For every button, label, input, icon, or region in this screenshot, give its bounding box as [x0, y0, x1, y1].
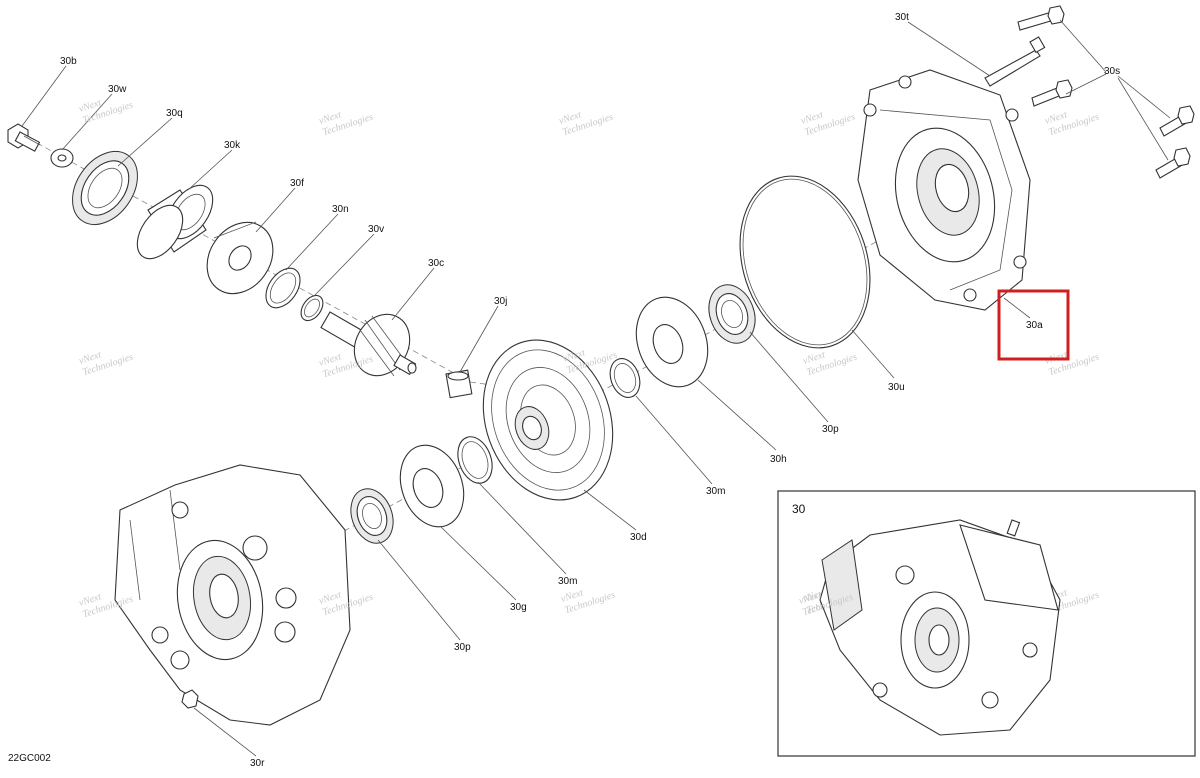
callout-30g[interactable]: 30g [510, 602, 527, 613]
cover-housing-30a[interactable] [857, 69, 1031, 311]
callout-30k[interactable]: 30k [224, 140, 241, 151]
snap-ring-30v[interactable] [297, 291, 328, 324]
plug-30r[interactable] [181, 689, 199, 709]
main-housing[interactable] [114, 464, 351, 726]
callout-30w[interactable]: 30w [108, 84, 127, 95]
shim-30m-top[interactable] [605, 354, 645, 401]
sleeve-30j[interactable] [445, 369, 473, 399]
callout-30d[interactable]: 30d [630, 532, 647, 543]
seal-30q[interactable] [59, 139, 151, 237]
drawing-code: 22GC002 [8, 753, 51, 764]
callout-labels: 30b 30w 30q 30k 30f 30n 30v 30c 30j 30t … [60, 12, 1120, 769]
breather-30t[interactable] [984, 36, 1046, 87]
inset-assembled-view[interactable]: 30 vNext Technologies [777, 490, 1196, 757]
bolt-30b[interactable] [7, 123, 41, 152]
watermark: vNext Technologies [78, 349, 135, 378]
o-ring-30u[interactable] [719, 159, 891, 365]
callout-30m-top[interactable]: 30m [706, 486, 725, 497]
callout-30u[interactable]: 30u [888, 382, 905, 393]
inset-label: 30 [792, 502, 806, 516]
leader-lines [21, 19, 1171, 757]
watermark: vNext Technologies [318, 109, 375, 138]
ring-gear-30d[interactable] [462, 322, 635, 519]
seal-30p-top[interactable] [701, 278, 763, 349]
callout-30p-bottom[interactable]: 30p [454, 642, 471, 653]
watermark: vNext Technologies [1044, 109, 1101, 138]
highlight-box-30a [997, 289, 1070, 361]
callout-30v[interactable]: 30v [368, 224, 384, 235]
callout-30h[interactable]: 30h [770, 454, 787, 465]
bearing-30h[interactable] [624, 287, 719, 397]
callout-30n[interactable]: 30n [332, 204, 349, 215]
callout-30b[interactable]: 30b [60, 56, 77, 67]
bolt-30s-3[interactable] [1159, 105, 1195, 137]
pinion-gear-30c[interactable] [320, 304, 421, 385]
watermark: vNext Technologies [558, 109, 615, 138]
bearing-30g[interactable] [389, 436, 474, 535]
callout-30m-bottom[interactable]: 30m [558, 576, 577, 587]
callout-30a[interactable]: 30a [1026, 320, 1043, 331]
shim-30m-bottom[interactable] [452, 432, 498, 488]
callout-30s[interactable]: 30s [1104, 66, 1120, 77]
bolt-30s-4[interactable] [1155, 147, 1191, 179]
callout-30p-top[interactable]: 30p [822, 424, 839, 435]
callout-30j[interactable]: 30j [494, 296, 507, 307]
callout-30q[interactable]: 30q [166, 108, 183, 119]
callout-30t[interactable]: 30t [895, 12, 909, 23]
shim-30n[interactable] [259, 262, 307, 314]
watermark: vNext Technologies [800, 109, 857, 138]
bearing-30k[interactable] [128, 177, 222, 267]
bolt-30s-2[interactable] [1031, 79, 1073, 107]
washer-30w[interactable] [50, 148, 74, 168]
bolt-30s-1[interactable] [1017, 5, 1065, 31]
callout-30c[interactable]: 30c [428, 258, 444, 269]
seal-30p-bottom[interactable] [344, 483, 401, 549]
callout-30f[interactable]: 30f [290, 178, 304, 189]
thrust-ring-30f[interactable] [194, 210, 287, 307]
callout-30r[interactable]: 30r [250, 758, 265, 769]
